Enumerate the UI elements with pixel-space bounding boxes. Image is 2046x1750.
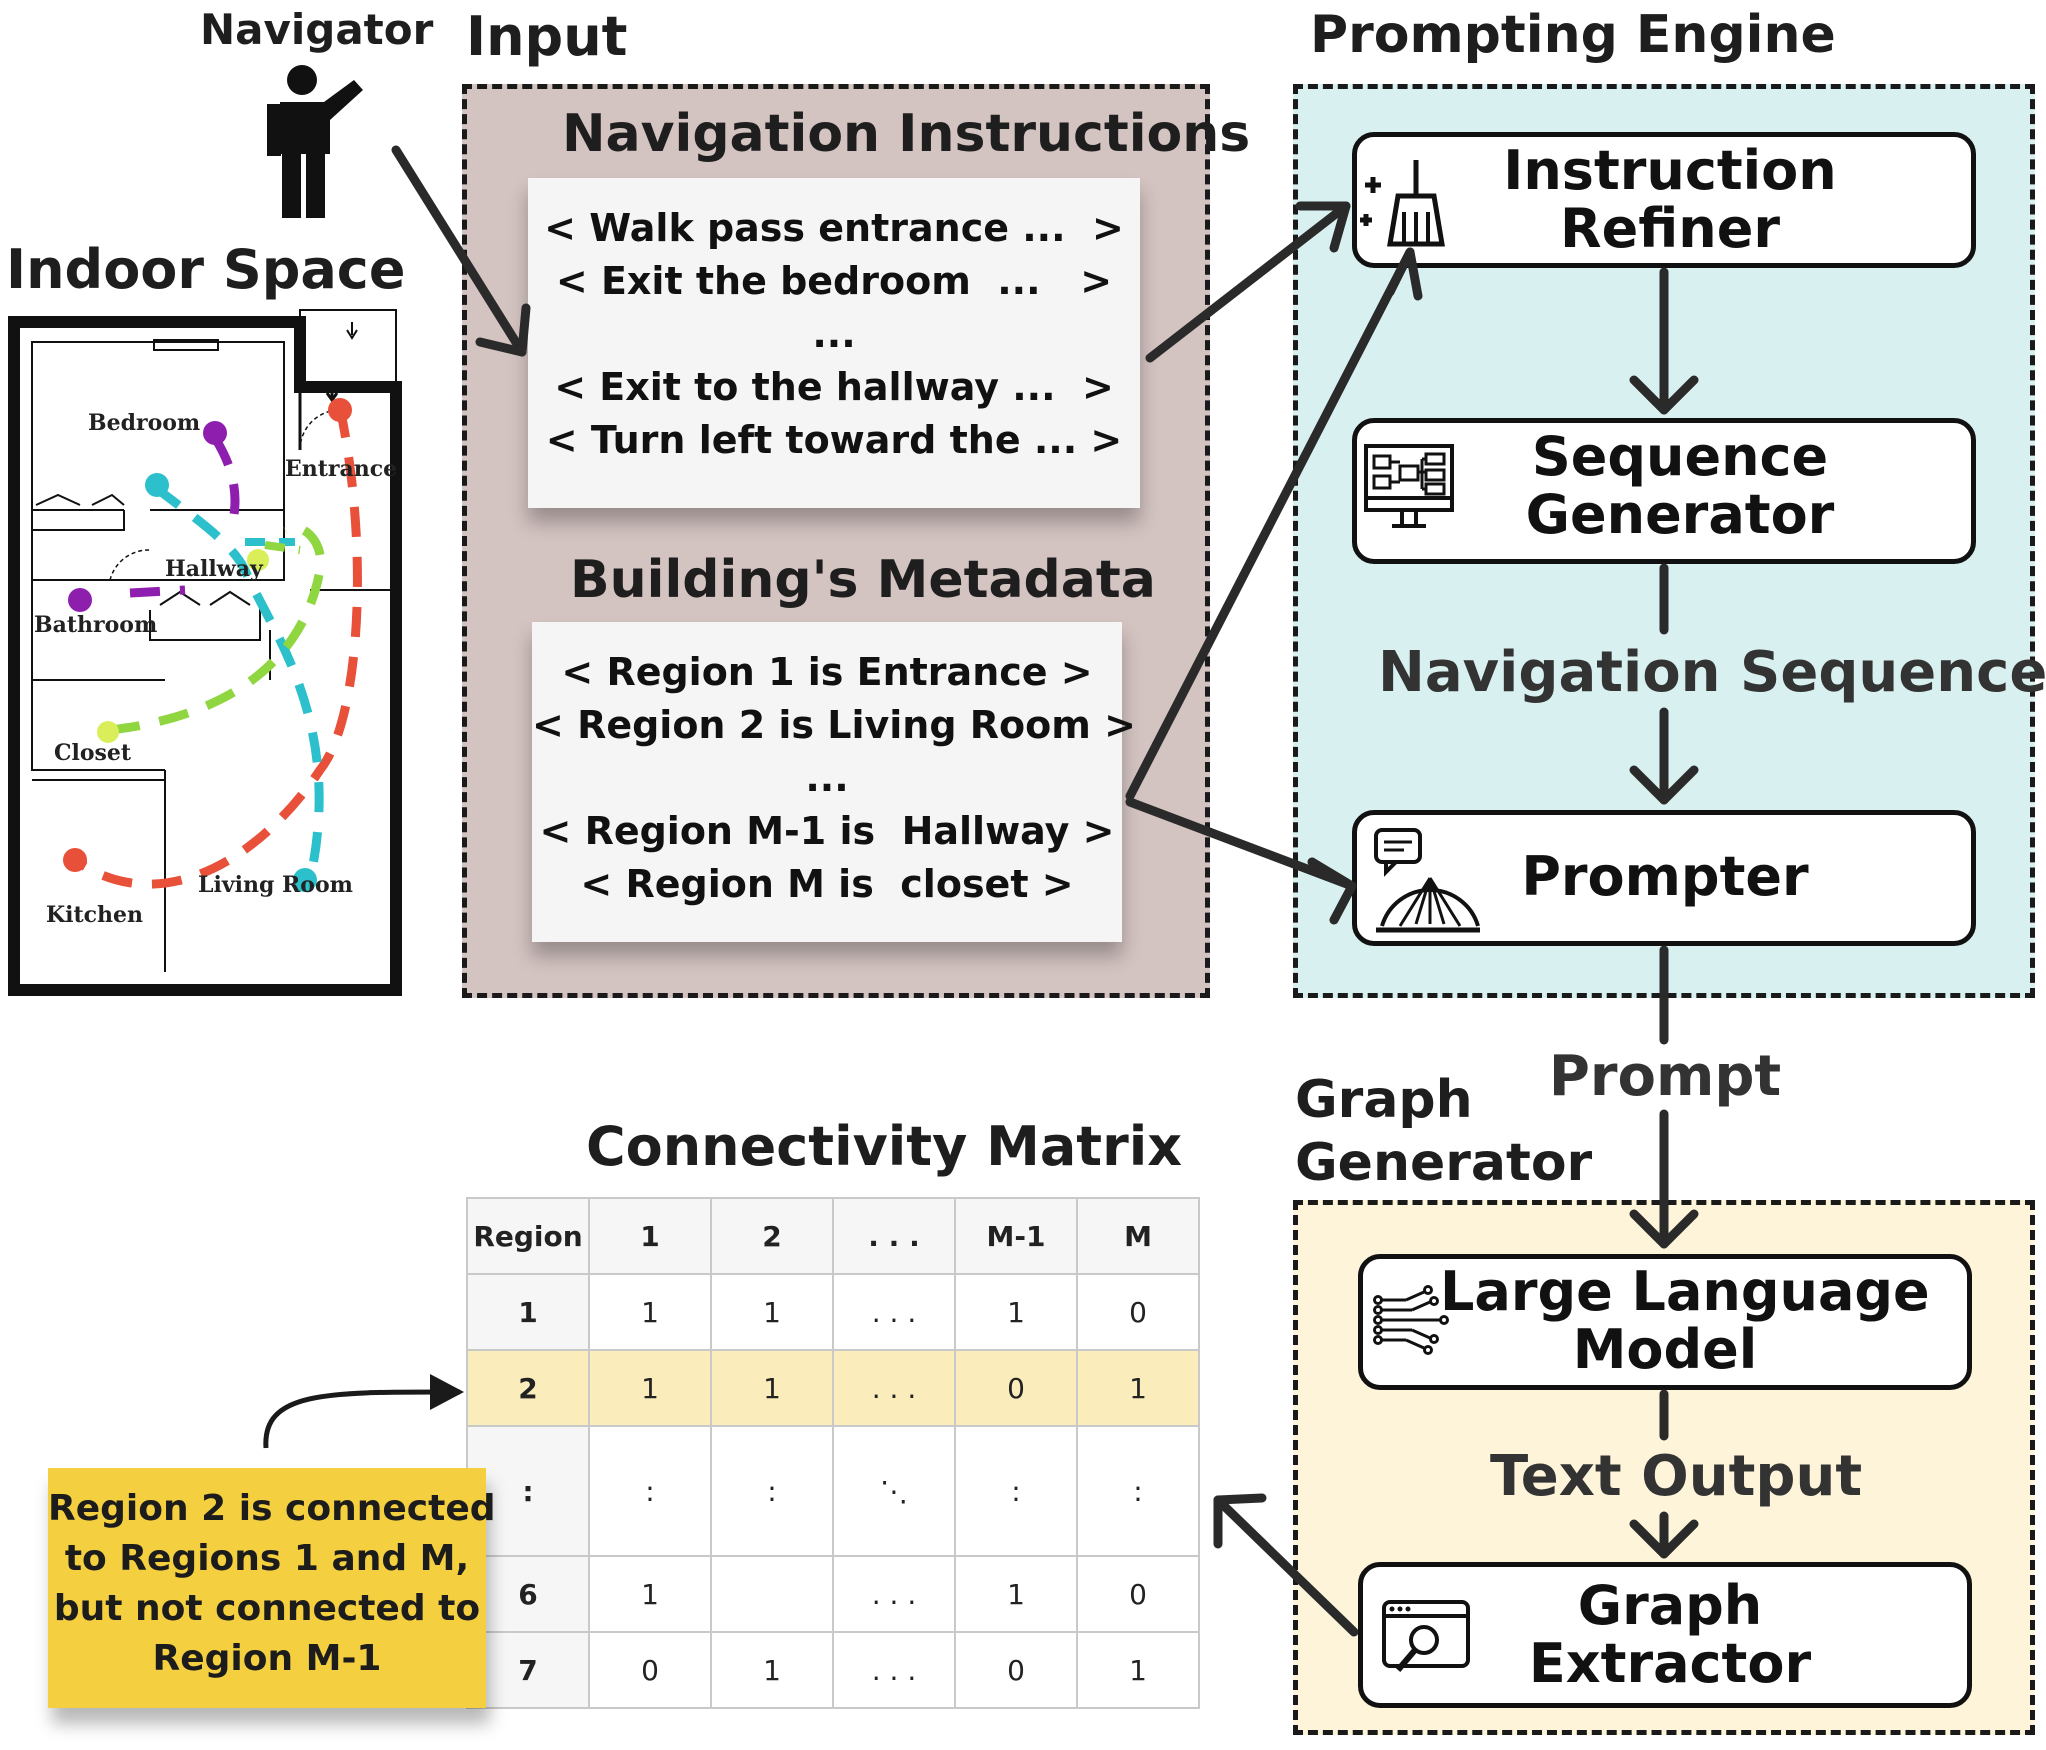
nav-line-4: < Exit to the hallway ... > <box>554 365 1114 409</box>
bedroom-label: Bedroom <box>88 410 201 436</box>
matrix-cell: 1 <box>1076 1349 1200 1427</box>
llm-label: Large Language Model <box>1440 1260 1930 1381</box>
matrix-cell: 1 <box>954 1555 1078 1633</box>
matrix-cell: : <box>588 1425 712 1557</box>
matrix-row-ellipsis: : : : ⋱ : : <box>466 1425 1200 1557</box>
sticky-line-2: to Regions 1 and M, <box>64 1538 470 1579</box>
matrix-row: 6 1 . . . 1 0 <box>466 1555 1200 1633</box>
matrix-cell: 7 <box>466 1631 590 1709</box>
matrix-cell: : <box>466 1425 590 1557</box>
matrix-cell: : <box>1076 1425 1200 1557</box>
broom-sparkle-icon <box>1360 160 1445 247</box>
arrow-sticky-to-row2 <box>263 1389 461 1449</box>
hallway-label: Hallway <box>165 556 263 582</box>
nav-line-2: < Exit the bedroom ... > <box>555 259 1113 303</box>
navigator-title: Navigator <box>200 5 434 54</box>
graph-extractor-box <box>1358 1562 1972 1708</box>
matrix-cell: 6 <box>466 1555 590 1633</box>
matrix-cell: 1 <box>1076 1631 1200 1709</box>
chat-fan-icon <box>1374 828 1480 933</box>
matrix-cell: 1 <box>588 1555 712 1633</box>
monitor-flowchart-icon <box>1364 444 1454 528</box>
matrix-row: 7 0 1 . . . 0 1 <box>466 1631 1200 1709</box>
graph-extractor-label: Graph Extractor <box>1528 1574 1812 1695</box>
meta-line-4: < Region M-1 is Hallway > <box>539 809 1115 853</box>
building-metadata-heading: Building's Metadata <box>570 550 1156 610</box>
prompting-engine-title: Prompting Engine <box>1310 5 1836 65</box>
matrix-header-cell: 2 <box>710 1197 834 1275</box>
matrix-cell: . . . <box>832 1273 956 1351</box>
matrix-header-cell: 1 <box>588 1197 712 1275</box>
matrix-cell <box>710 1555 834 1633</box>
matrix-header-cell: M <box>1076 1197 1200 1275</box>
matrix-cell: . . . <box>832 1349 956 1427</box>
connectivity-matrix-title: Connectivity Matrix <box>586 1115 1183 1178</box>
navigation-instructions-note: < Walk pass entrance ... > < Exit the be… <box>528 178 1140 508</box>
matrix-row-highlighted: 2 1 1 . . . 0 1 <box>466 1349 1200 1427</box>
kitchen-label: Kitchen <box>46 902 144 928</box>
indoor-space-title: Indoor Space <box>6 238 406 301</box>
nav-line-3: ... <box>812 312 856 356</box>
entrance-label: Entrance <box>285 456 398 482</box>
matrix-cell: ⋱ <box>832 1425 956 1557</box>
prompt-label: Prompt <box>1548 1044 1782 1109</box>
matrix-cell: 2 <box>466 1349 590 1427</box>
meta-line-1: < Region 1 is Entrance > <box>561 650 1093 694</box>
sequence-generator-label: Sequence Generator <box>1525 425 1835 546</box>
instruction-refiner-label: Instruction Refiner <box>1503 139 1837 260</box>
matrix-cell: 1 <box>466 1273 590 1351</box>
matrix-cell: : <box>710 1425 834 1557</box>
navigation-instructions-heading: Navigation Instructions <box>562 104 1251 164</box>
matrix-cell: . . . <box>832 1631 956 1709</box>
browser-search-icon <box>1382 1600 1470 1672</box>
llm-box <box>1358 1254 1972 1390</box>
ai-chip-icon <box>1373 1285 1449 1355</box>
matrix-cell: 1 <box>710 1273 834 1351</box>
building-metadata-note: < Region 1 is Entrance > < Region 2 is L… <box>532 622 1136 942</box>
matrix-cell: 1 <box>588 1273 712 1351</box>
instruction-refiner-box <box>1352 132 1976 268</box>
matrix-cell: 0 <box>588 1631 712 1709</box>
graph-generator-title-line1: Graph <box>1295 1070 1473 1130</box>
graph-generator-title-line2: Generator <box>1295 1133 1593 1193</box>
matrix-cell: 1 <box>954 1273 1078 1351</box>
text-output-label: Text Output <box>1490 1444 1863 1509</box>
prompter-label: Prompter <box>1521 845 1809 908</box>
matrix-cell: 0 <box>954 1349 1078 1427</box>
matrix-cell: . . . <box>832 1555 956 1633</box>
matrix-header-cell: M-1 <box>954 1197 1078 1275</box>
nav-line-1: < Walk pass entrance ... > <box>544 206 1124 250</box>
sequence-generator-box <box>1352 418 1976 564</box>
matrix-cell: 1 <box>588 1349 712 1427</box>
sticky-line-1: Region 2 is connected <box>48 1488 496 1529</box>
closet-label: Closet <box>54 740 132 766</box>
nav-line-5: < Turn left toward the ... > <box>545 418 1123 462</box>
meta-line-2: < Region 2 is Living Room > <box>532 703 1136 747</box>
navigation-sequence-label: Navigation Sequence <box>1378 640 2046 705</box>
matrix-header-cell: Region <box>466 1197 590 1275</box>
matrix-header-cell: . . . <box>832 1197 956 1275</box>
meta-line-3: ... <box>805 756 849 800</box>
prompter-box <box>1352 810 1976 946</box>
sticky-line-3: but not connected to <box>53 1588 481 1629</box>
matrix-cell: 0 <box>954 1631 1078 1709</box>
indoor-floor-plan <box>8 309 402 996</box>
matrix-header-row: Region 1 2 . . . M-1 M <box>466 1197 1200 1275</box>
meta-line-5: < Region M is closet > <box>580 862 1074 906</box>
matrix-cell: 1 <box>710 1631 834 1709</box>
matrix-cell: 1 <box>710 1349 834 1427</box>
matrix-cell: 0 <box>1076 1273 1200 1351</box>
sticky-line-4: Region M-1 <box>152 1638 382 1679</box>
matrix-row: 1 1 1 . . . 1 0 <box>466 1273 1200 1351</box>
navigator-person-icon <box>267 65 363 218</box>
connectivity-matrix-table: Region 1 2 . . . M-1 M 1 1 1 . . . 1 0 2… <box>466 1197 1200 1709</box>
input-title: Input <box>466 5 628 68</box>
matrix-cell: 0 <box>1076 1555 1200 1633</box>
matrix-cell: : <box>954 1425 1078 1557</box>
living-room-label: Living Room <box>198 872 353 898</box>
bathroom-label: Bathroom <box>34 612 158 638</box>
sticky-note: Region 2 is connected to Regions 1 and M… <box>48 1468 496 1708</box>
